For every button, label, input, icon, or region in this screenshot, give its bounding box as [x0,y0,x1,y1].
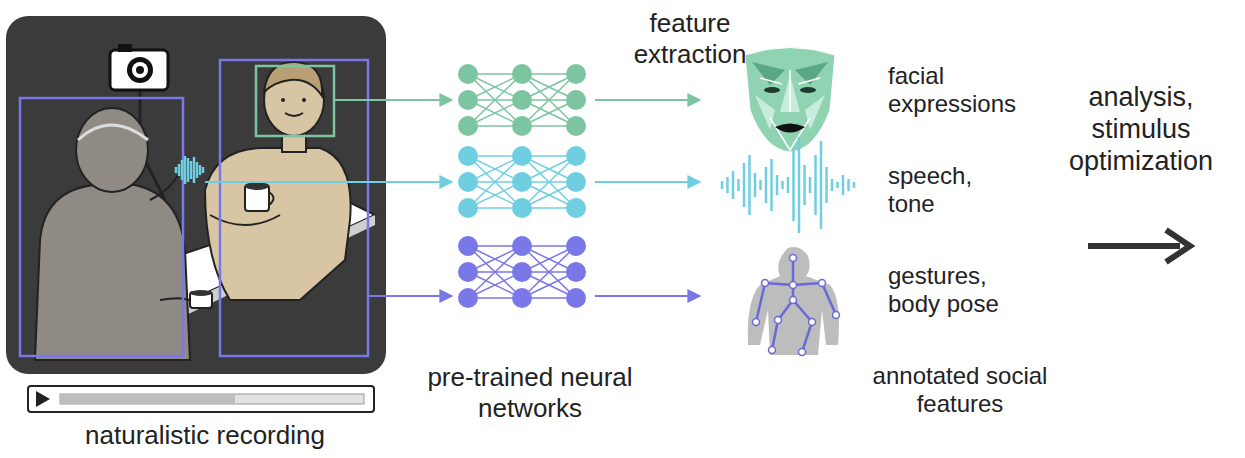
caption-label: annotated social features [870,362,1050,419]
output-line [595,295,700,297]
output-line [595,181,700,183]
stroke [792,149,795,221]
stroke [193,157,196,183]
caption-label: speech, tone [888,162,998,219]
neural-networks [458,64,586,308]
network-unit [566,288,586,308]
network-unit [566,236,586,256]
video-bar [28,386,374,412]
stroke [836,182,839,188]
output-line [595,99,700,101]
stroke [853,182,856,188]
stroke [781,181,784,189]
network-unit [512,288,532,308]
pose-icon [748,247,840,356]
network-unit [458,172,478,192]
stroke [726,177,729,193]
network-unit [512,198,532,218]
person-left [35,108,212,360]
stroke [787,177,790,193]
network-unit [566,198,586,218]
stroke [196,162,199,178]
network-unit [512,146,532,166]
network-unit [512,116,532,136]
network-unit [512,90,532,110]
network-unit [458,288,478,308]
stroke [175,167,178,173]
caption-label: facial expressions [888,62,1038,119]
stroke [825,167,828,203]
network-unit [512,64,532,84]
stroke [770,159,773,211]
caption-label: analysis, stimulus optimization [1052,82,1230,178]
stroke [184,156,187,184]
stroke [178,164,181,176]
network-unit [458,198,478,218]
stroke [831,179,834,191]
result-arrow [1088,230,1190,262]
network-unit [512,236,532,256]
caption-label: feature extraction [620,8,760,69]
network-unit [458,116,478,136]
network-unit [566,172,586,192]
feed-line [205,181,452,183]
network-unit [458,236,478,256]
stroke [732,171,735,199]
caption-label: gestures, body pose [888,262,1013,319]
stroke [743,163,746,207]
video-frame [6,16,386,374]
stroke [847,179,850,191]
person-right [205,62,351,300]
network-unit [512,172,532,192]
network-unit [566,90,586,110]
stroke [187,158,190,182]
network-unit [566,64,586,84]
sound-icon [176,156,203,184]
stroke [776,175,779,195]
network-unit [566,146,586,166]
waveform-icon [722,137,854,233]
stroke [803,165,806,205]
stroke [765,167,768,203]
face-icon [745,48,835,153]
stroke [809,177,812,193]
stroke [759,180,762,190]
stroke [754,173,757,197]
stroke [202,167,205,173]
caption-label: pre-trained neural networks [425,362,635,423]
stroke [842,175,845,195]
body-box [20,98,183,356]
feed-line [334,99,452,101]
stroke [820,141,823,229]
stroke [798,137,801,233]
face-box [256,66,334,136]
network-unit [566,262,586,282]
network-unit [458,146,478,166]
network-unit [566,116,586,136]
stroke [190,161,193,179]
stroke [748,155,751,215]
caption-label: naturalistic recording [40,420,370,451]
network-unit [458,64,478,84]
network-unit [458,262,478,282]
stroke [721,181,724,189]
network-unit [512,262,532,282]
stroke [199,165,202,175]
stroke [181,160,184,180]
network-unit [458,90,478,110]
feed-line [368,295,452,297]
stroke [814,155,817,215]
stroke [737,179,740,191]
body-box [220,60,368,356]
